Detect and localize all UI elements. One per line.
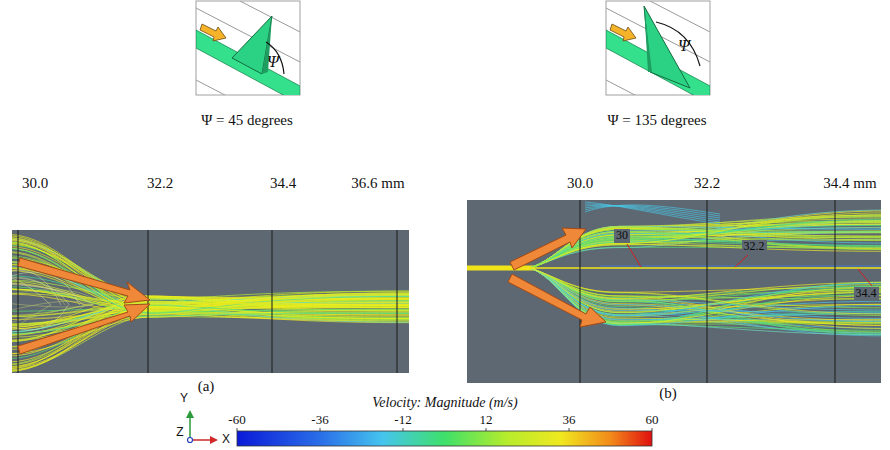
inset-caption: Ψ = 45 degrees	[201, 112, 293, 129]
streamline	[530, 221, 881, 268]
axis-position: 32.2	[147, 175, 173, 192]
streamline	[530, 231, 881, 268]
colorbar-tick: -36	[311, 413, 328, 428]
streamline	[12, 277, 65, 305]
axis-name: Z	[176, 426, 183, 440]
streamline	[12, 299, 409, 371]
streamline	[530, 237, 881, 269]
streamline	[12, 304, 409, 369]
streamline	[12, 239, 409, 297]
streamline	[467, 266, 535, 271]
streamline	[12, 290, 101, 305]
streamline	[530, 213, 881, 268]
streamline	[530, 216, 881, 268]
streamline	[530, 268, 881, 300]
streamline	[530, 268, 881, 299]
streamline	[12, 238, 409, 307]
panel-label: (a)	[198, 378, 215, 395]
streamline	[530, 268, 881, 313]
streamline	[585, 204, 720, 222]
streamline	[530, 267, 881, 268]
colorbar-tick: -12	[394, 413, 411, 428]
angle-symbol: Ψ	[267, 52, 279, 72]
streamline	[530, 268, 881, 312]
axis-position: 30.0	[567, 175, 593, 192]
streamline	[12, 242, 409, 312]
streamline	[530, 215, 881, 268]
streamline	[12, 278, 70, 305]
streamline	[12, 258, 409, 308]
panel-label: (b)	[659, 385, 677, 402]
flow-panel-b	[460, 200, 885, 383]
streamline	[530, 237, 881, 268]
streamline	[12, 305, 85, 318]
streamline	[530, 217, 881, 268]
axis-name: X	[222, 433, 230, 447]
inset-45	[196, 1, 300, 134]
colorbar-tick: 12	[480, 413, 493, 428]
legend-title: Velocity: Magnitude (m/s)	[372, 395, 517, 411]
streamline	[530, 215, 881, 268]
streamline	[12, 284, 84, 305]
streamline	[12, 304, 92, 307]
callout-number: 34.4	[854, 287, 879, 301]
inset-135	[606, 1, 710, 134]
streamline	[12, 296, 409, 328]
streamline	[530, 229, 881, 268]
streamline	[530, 268, 881, 314]
angle-symbol: Ψ	[678, 36, 690, 56]
streamline	[12, 240, 409, 315]
streamline	[12, 258, 409, 314]
streamline	[12, 298, 409, 369]
streamline	[530, 210, 881, 268]
streamline	[530, 216, 881, 268]
streamline	[600, 266, 881, 267]
color-bar	[237, 428, 652, 446]
streamline	[530, 215, 881, 268]
colorbar-tick: 36	[563, 413, 576, 428]
streamline	[12, 236, 409, 307]
streamline	[530, 221, 881, 269]
axis-name: Y	[180, 392, 188, 406]
axis-position: 30.0	[22, 175, 48, 192]
axis-position: 36.6 mm	[351, 175, 404, 192]
streamline	[585, 206, 720, 218]
streamline	[12, 299, 409, 325]
streamline	[530, 268, 881, 316]
streamline	[530, 219, 881, 268]
callout-number: 30	[614, 229, 630, 243]
flow-panel-a	[8, 230, 412, 373]
streamline	[530, 239, 881, 268]
axis-position: 34.4 mm	[823, 175, 876, 192]
streamline	[12, 253, 409, 317]
streamline	[12, 305, 68, 330]
callout-number: 32.2	[742, 240, 767, 254]
inset-caption: Ψ = 135 degrees	[607, 112, 706, 129]
streamline	[530, 221, 881, 268]
streamline	[530, 268, 881, 316]
axis-triad	[186, 410, 218, 444]
streamline	[12, 238, 409, 312]
streamline	[530, 219, 881, 268]
streamline	[530, 221, 881, 268]
streamline	[585, 202, 720, 224]
axis-position: 34.4	[270, 175, 296, 192]
axis-position: 32.2	[694, 175, 720, 192]
streamline	[530, 268, 881, 312]
colorbar-tick: -60	[228, 413, 245, 428]
streamline	[530, 268, 881, 314]
streamline	[530, 221, 881, 268]
streamline	[12, 304, 409, 347]
colorbar-tick: 60	[646, 413, 659, 428]
